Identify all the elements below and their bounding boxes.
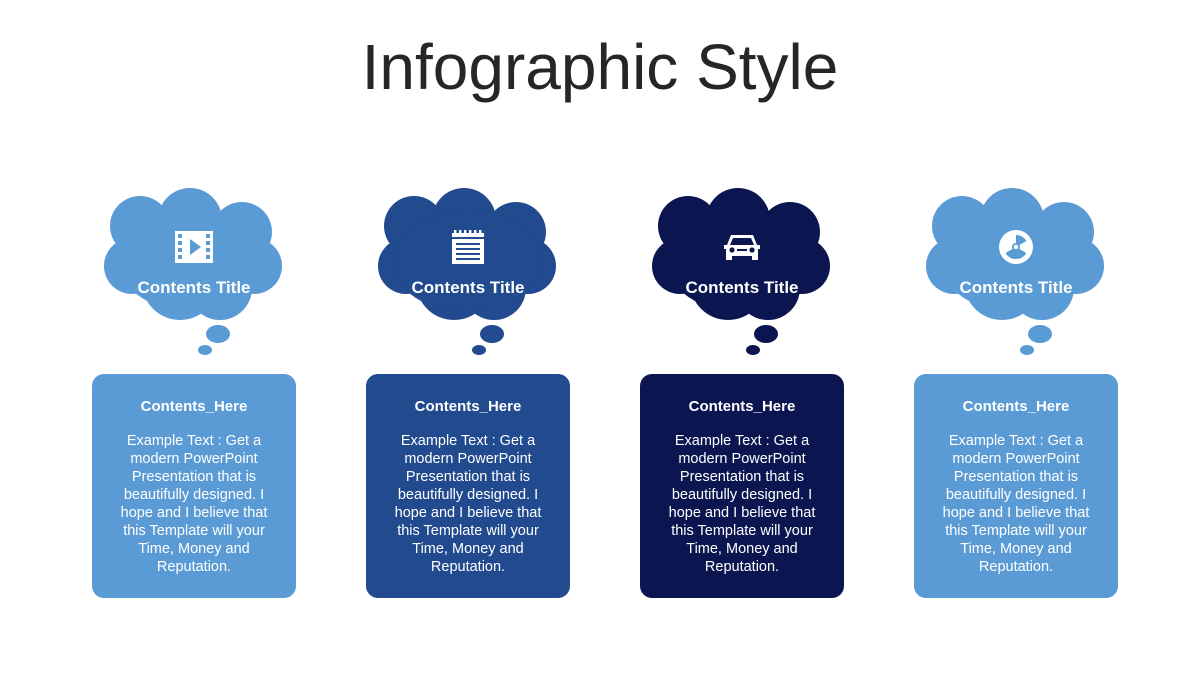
thought-cloud [926,188,1104,355]
card-heading: Contents_Here [962,398,1070,415]
card-body: Example Text : Get a modern PowerPoint P… [942,433,1090,575]
radiation-icon [999,230,1033,264]
video-icon [175,231,213,263]
cloud-title: Contents Title [137,278,251,297]
content-card: Contents_Here Example Text : Get a moder… [914,374,1118,598]
thought-cloud [104,188,282,355]
info-column-3: Contents Title Contents_Here Example Tex… [640,188,844,600]
car-icon [724,235,760,260]
card-body: Example Text : Get a modern PowerPoint P… [668,433,816,575]
cloud-title: Contents Title [411,278,525,297]
thought-cloud [652,188,830,355]
slide-title: Infographic Style [361,31,839,103]
card-heading: Contents_Here [414,398,522,415]
card-heading: Contents_Here [688,398,796,415]
info-column-1: Contents Title Contents_Here Example Tex… [92,188,296,600]
content-card: Contents_Here Example Text : Get a moder… [92,374,296,598]
cloud-title: Contents Title [685,278,799,297]
info-column-4: Contents Title Contents_Here Example Tex… [914,188,1118,600]
info-column-2: Contents Title Contents_Here Example Tex… [366,188,570,600]
cloud-title: Contents Title [959,278,1073,297]
card-body: Example Text : Get a modern PowerPoint P… [394,433,542,575]
content-card: Contents_Here Example Text : Get a moder… [366,374,570,598]
card-heading: Contents_Here [140,398,248,415]
notepad-icon [452,230,484,264]
card-body: Example Text : Get a modern PowerPoint P… [120,433,268,575]
content-card: Contents_Here Example Text : Get a moder… [640,374,844,598]
thought-cloud [378,188,556,355]
